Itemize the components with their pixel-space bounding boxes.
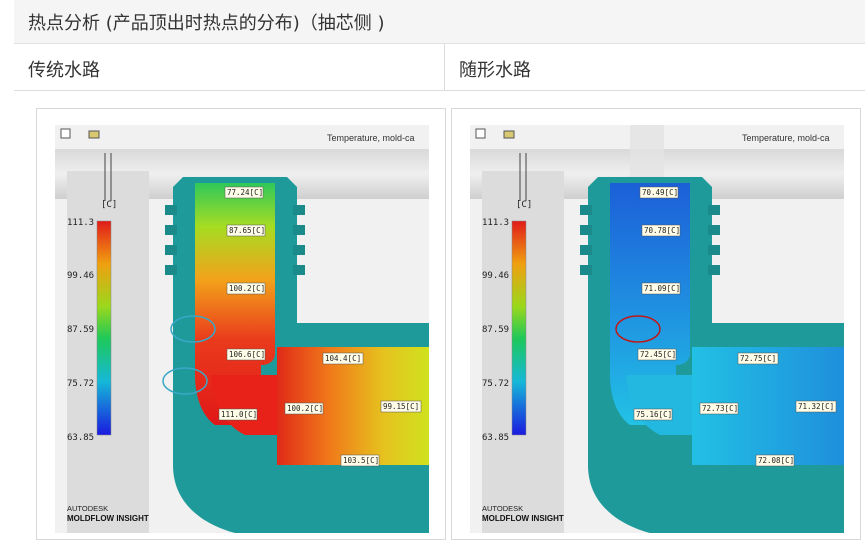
svg-text:100.2[C]: 100.2[C] xyxy=(229,284,265,293)
column-traditional-label: 传统水路 xyxy=(28,60,100,81)
svg-text:70.49[C]: 70.49[C] xyxy=(642,188,678,197)
hotspot-circle xyxy=(615,315,661,343)
legend-title: Temperature, mold-ca xyxy=(742,133,830,143)
temp-label-9: 72.08[C] xyxy=(755,454,795,467)
scale-tick-4: 75.72 xyxy=(67,379,94,389)
svg-text:100.2[C]: 100.2[C] xyxy=(287,404,323,413)
svg-text:72.73[C]: 72.73[C] xyxy=(702,404,738,413)
temp-label-4: 106.6[C] xyxy=(226,348,266,361)
legend-unit: [C] xyxy=(516,200,532,210)
temp-label-5: 104.4[C] xyxy=(322,352,364,365)
column-traditional: 传统水路 xyxy=(14,44,445,90)
conformal-cooling-figure: Temperature, mold-ca [C] 111.3 99.46 87.… xyxy=(451,108,861,540)
svg-text:99.15[C]: 99.15[C] xyxy=(383,402,419,411)
color-scale-bar xyxy=(511,220,527,436)
temp-label-7: 100.2[C] xyxy=(284,402,324,415)
temp-label-2: 70.78[C] xyxy=(641,224,681,237)
hot-core-vertical xyxy=(195,183,275,425)
svg-text:111.0[C]: 111.0[C] xyxy=(221,410,257,419)
scale-tick-3: 87.59 xyxy=(482,325,509,335)
brand-autodesk: AUTODESK xyxy=(482,504,523,513)
svg-text:75.16[C]: 75.16[C] xyxy=(636,410,672,419)
scale-tick-5: 63.85 xyxy=(67,433,94,443)
temp-label-1: 70.49[C] xyxy=(639,186,679,199)
color-scale-bar xyxy=(96,220,112,436)
temp-label-9: 103.5[C] xyxy=(340,454,380,467)
conformal-channel-inlet xyxy=(630,125,664,177)
temp-label-5: 72.75[C] xyxy=(737,352,779,365)
column-conformal-label: 随形水路 xyxy=(459,60,531,81)
svg-text:104.4[C]: 104.4[C] xyxy=(325,354,361,363)
scale-tick-5: 63.85 xyxy=(482,433,509,443)
hotspot-circle-2 xyxy=(162,367,208,395)
temp-label-3: 100.2[C] xyxy=(226,282,266,295)
toolbar-square-icon[interactable] xyxy=(475,128,486,139)
temp-label-8: 75.16[C] xyxy=(633,408,673,421)
scale-tick-1: 111.3 xyxy=(67,218,94,228)
brand-autodesk: AUTODESK xyxy=(67,504,108,513)
temp-label-6: 72.73[C] xyxy=(699,402,739,415)
temp-label-3: 71.09[C] xyxy=(641,282,681,295)
toolbar-square-icon[interactable] xyxy=(60,128,71,139)
temp-label-1: 77.24[C] xyxy=(224,186,264,199)
brand-moldflow: MOLDFLOW INSIGHT xyxy=(67,514,149,523)
legend-unit: [C] xyxy=(101,200,117,210)
temp-label-6: 111.0[C] xyxy=(218,408,258,421)
svg-text:103.5[C]: 103.5[C] xyxy=(343,456,379,465)
svg-text:70.78[C]: 70.78[C] xyxy=(644,226,680,235)
svg-text:71.09[C]: 71.09[C] xyxy=(644,284,680,293)
svg-text:106.6[C]: 106.6[C] xyxy=(229,350,265,359)
traditional-plot: Temperature, mold-ca [C] 111.3 99.46 87.… xyxy=(55,125,429,533)
traditional-sim-svg: Temperature, mold-ca [C] 111.3 99.46 87.… xyxy=(55,128,429,533)
scale-tick-3: 87.59 xyxy=(67,325,94,335)
scale-tick-1: 111.3 xyxy=(482,218,509,228)
legend-title: Temperature, mold-ca xyxy=(327,133,415,143)
traditional-cooling-figure: Temperature, mold-ca [C] 111.3 99.46 87.… xyxy=(36,108,446,540)
temp-label-7: 71.32[C] xyxy=(795,400,837,413)
toolbar-camera-icon[interactable] xyxy=(88,130,100,139)
hotspot-circle-1 xyxy=(170,315,216,343)
column-conformal: 随形水路 xyxy=(445,44,865,90)
conformal-sim-svg: Temperature, mold-ca [C] 111.3 99.46 87.… xyxy=(470,125,844,533)
svg-text:77.24[C]: 77.24[C] xyxy=(227,188,263,197)
svg-text:72.45[C]: 72.45[C] xyxy=(640,350,676,359)
svg-text:72.75[C]: 72.75[C] xyxy=(740,354,776,363)
brand-moldflow: MOLDFLOW INSIGHT xyxy=(482,514,564,523)
table-title-row: 热点分析 (产品顶出时热点的分布)（抽芯侧 ) xyxy=(14,0,865,44)
svg-text:71.32[C]: 71.32[C] xyxy=(798,402,834,411)
conformal-plot: Temperature, mold-ca [C] 111.3 99.46 87.… xyxy=(470,125,844,533)
scale-tick-4: 75.72 xyxy=(482,379,509,389)
cool-core-vertical xyxy=(610,183,690,425)
table-header-row: 传统水路 随形水路 xyxy=(14,44,865,91)
temp-label-8: 99.15[C] xyxy=(380,400,422,413)
svg-text:72.08[C]: 72.08[C] xyxy=(758,456,794,465)
temp-label-4: 72.45[C] xyxy=(637,348,677,361)
table-title: 热点分析 (产品顶出时热点的分布)（抽芯侧 ) xyxy=(28,13,385,34)
scale-tick-2: 99.46 xyxy=(482,271,509,281)
toolbar-camera-icon[interactable] xyxy=(503,130,515,139)
temp-label-2: 87.65[C] xyxy=(226,224,266,237)
analysis-table: 热点分析 (产品顶出时热点的分布)（抽芯侧 ) 传统水路 随形水路 xyxy=(14,0,865,91)
svg-text:87.65[C]: 87.65[C] xyxy=(229,226,265,235)
scale-tick-2: 99.46 xyxy=(67,271,94,281)
